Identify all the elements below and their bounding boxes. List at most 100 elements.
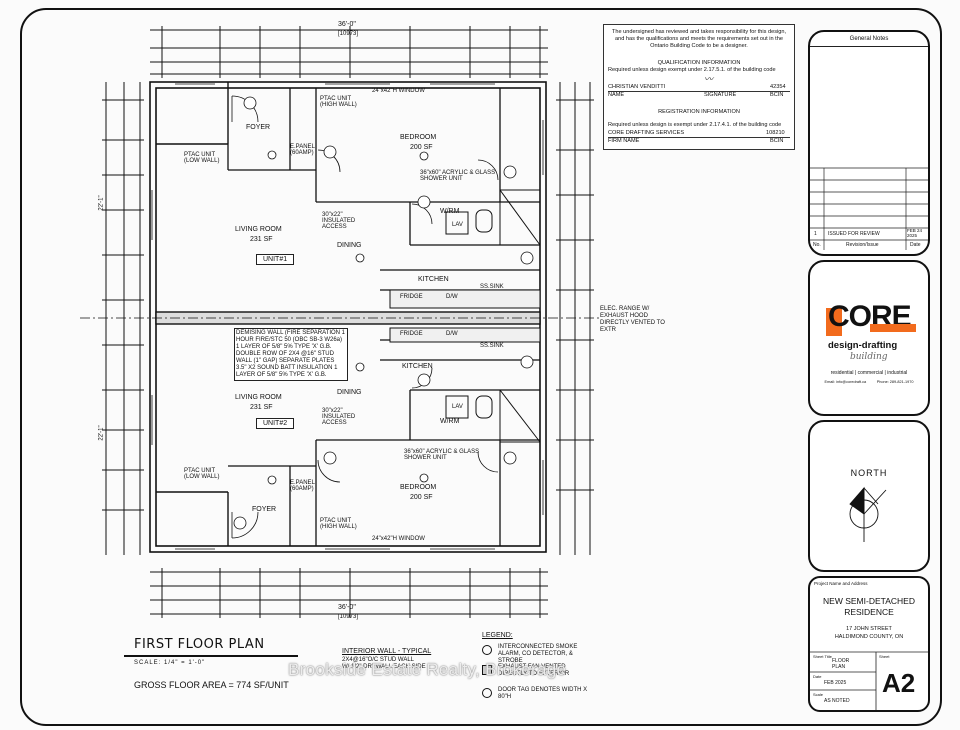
logo-sub: design-drafting <box>828 340 898 351</box>
designer-statement-box: The undersigned has reviewed and takes r… <box>603 24 795 150</box>
plan-scale: SCALE: 1/4" = 1'-0" <box>134 660 206 666</box>
half-depth-top: 22'-1" <box>98 195 105 211</box>
name-label: NAME <box>608 92 625 98</box>
north-label: NORTH <box>850 468 888 478</box>
signature-scribble: 〰 <box>704 75 714 85</box>
plan-title-underline <box>124 655 298 657</box>
revision-text: ISSUED FOR REVIEW <box>828 231 880 237</box>
project-name: NEW SEMI-DETACHED RESIDENCE <box>823 596 915 617</box>
unit1-fridge-label: FRIDGE <box>400 294 423 300</box>
logo-tags: residential | commercial | industrial <box>830 370 908 376</box>
unit1-sink-label: SS.SINK <box>480 284 504 290</box>
unit2-ptac-high: PTAC UNIT (HIGH WALL) <box>320 518 357 530</box>
unit1-attic-access: 30"x22" INSULATED ACCESS <box>322 212 356 230</box>
sheet-number: A2 <box>882 668 916 698</box>
legend-item-exhaust: EXHAUST FAN VENTED DIRECTLY TO EXTERIOR <box>498 664 570 677</box>
plan-title: FIRST FLOOR PLAN <box>134 637 265 652</box>
unit1-kitchen-label: KITCHEN <box>418 276 449 283</box>
unit2-bedroom-area: 200 SF <box>410 494 433 501</box>
notes-rule <box>810 46 928 47</box>
unit2-bedroom-label: BEDROOM <box>400 484 437 491</box>
legend-item-smoke: INTERCONNECTED SMOKE ALARM, CO DETECTOR,… <box>498 644 578 664</box>
unit1-ptac-high: PTAC UNIT (HIGH WALL) <box>320 96 357 108</box>
gross-floor-area: GROSS FLOOR AREA = 774 SF/UNIT <box>134 680 289 690</box>
unit1-bedroom-label: BEDROOM <box>400 134 437 141</box>
qualification-heading: QUALIFICATION INFORMATION <box>657 60 741 66</box>
legend-title: LEGEND: <box>482 632 513 639</box>
firm-name: CORE DRAFTING SERVICES <box>608 130 685 136</box>
half-depth-bottom: 22'-1" <box>98 425 105 441</box>
sheet-title-label: Sheet Title <box>813 654 832 659</box>
unit2-epanel: E.PANEL (60AMP) <box>290 480 315 492</box>
general-notes-panel: General Notes 1 ISSUED FOR REVIEW FEB 24… <box>808 30 930 256</box>
unit1-ptac-low: PTAC UNIT (LOW WALL) <box>184 152 220 164</box>
project-panel: Project Name and Address NEW SEMI-DETACH… <box>808 576 930 712</box>
designer-name: CHRISTIAN VENDITTI <box>608 84 666 90</box>
logo-underline-bar <box>870 324 916 332</box>
sheet-scale-label: Scale <box>813 692 824 697</box>
designer-bcin: 42354 <box>770 84 786 90</box>
sheet-scale-value: AS NOTED <box>824 698 850 704</box>
exhaust-fan-symbol <box>482 665 492 675</box>
sheet-border <box>20 8 942 726</box>
unit1-foyer-label: FOYER <box>246 124 271 131</box>
unit2-attic-access: 30"x22" INSULATED ACCESS <box>322 408 356 426</box>
unit2-living-label: LIVING ROOM <box>235 394 282 401</box>
logo-panel: CORE design-drafting building residentia… <box>808 260 930 416</box>
unit2-wr-label: W/RM <box>440 418 460 425</box>
qualification-line: Required unless design exempt under 2.17… <box>608 67 776 73</box>
firm-label: FIRM NAME <box>608 138 640 144</box>
smoke-alarm-symbol <box>482 645 492 655</box>
revision-number: 1 <box>814 231 817 237</box>
general-notes-title: General Notes <box>849 36 889 42</box>
firm-bcin-label: BCIN <box>770 138 784 144</box>
legend-item-door-tag: DOOR TAG DENOTES WIDTH X 80"H <box>498 687 588 700</box>
unit1-bedroom-area: 200 SF <box>410 144 433 151</box>
project-label: Project Name and Address <box>814 581 868 586</box>
project-city: HALDIMOND COUNTY, ON <box>834 634 904 640</box>
unit1-shower-note: 36"x60" ACRYLIC & GLASS SHOWER UNIT <box>420 170 496 182</box>
unit1-lav-label: LAV <box>452 222 463 228</box>
unit2-sink-label: SS.SINK <box>480 343 504 349</box>
unit2-foyer-label: FOYER <box>252 506 277 513</box>
sheet-date-value: FEB 2025 <box>824 680 847 686</box>
unit1-dw-label: D/W <box>446 294 458 300</box>
revision-table-grid <box>810 167 928 250</box>
unit2-ptac-low: PTAC UNIT (LOW WALL) <box>184 468 220 480</box>
demising-wall-note: DEMISING WALL (FIRE SEPARATION 1 HOUR FI… <box>234 328 348 381</box>
registration-heading: REGISTRATION INFORMATION <box>658 109 740 115</box>
unit2-fridge-label: FRIDGE <box>400 331 423 337</box>
unit2-tag: UNIT#2 <box>256 418 295 429</box>
interior-wall-title: INTERIOR WALL - TYPICAL <box>342 648 432 655</box>
firm-bcin: 108210 <box>766 130 785 136</box>
col-no: No. <box>813 242 821 248</box>
unit1-living-area: 231 SF <box>250 236 273 243</box>
logo-building: building <box>850 352 888 362</box>
unit1-dining-label: DINING <box>337 242 362 249</box>
registration-line: Required unless design is exempt under 2… <box>608 122 782 128</box>
overall-width-bottom-mm: [10973] <box>338 614 359 620</box>
logo-contact: Email: info@coredraft.ca Phone: 289-821-… <box>824 380 914 384</box>
bcin-label: BCIN <box>770 92 784 98</box>
col-date: Date <box>910 242 921 248</box>
watermark: Brookside Estate Realty, Brokerage <box>288 660 567 679</box>
unit2-dining-label: DINING <box>337 389 362 396</box>
unit1-window-label: 24"x42"H WINDOW <box>372 88 425 94</box>
range-hood-note: ELEC. RANGE W/ EXHAUST HOOD DIRECTLY VEN… <box>600 306 665 333</box>
designer-rule <box>608 91 790 92</box>
unit2-window-label: 24"x42"H WINDOW <box>372 536 425 542</box>
designer-statement: The undersigned has reviewed and takes r… <box>611 29 787 49</box>
revision-date: FEB 24 2025 <box>907 228 923 238</box>
project-street: 17 JOHN STREET <box>846 626 892 632</box>
sheet-title-value: FLOOR PLAN <box>832 658 850 670</box>
overall-width-top-mm: [10973] <box>338 31 359 37</box>
unit2-lav-label: LAV <box>452 404 463 410</box>
firm-rule <box>608 137 790 138</box>
signature-label: SIGNATURE <box>704 92 737 98</box>
unit1-living-label: LIVING ROOM <box>235 226 282 233</box>
unit2-living-area: 231 SF <box>250 404 273 411</box>
north-panel: NORTH <box>808 420 930 572</box>
door-tag-symbol <box>482 688 492 698</box>
